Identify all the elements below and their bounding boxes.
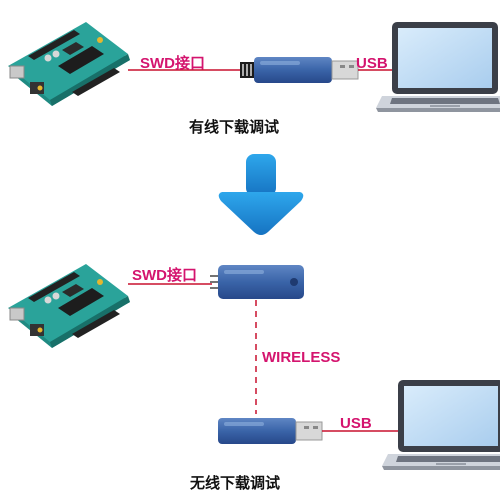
- wired-caption: 有线下载调试: [189, 118, 279, 136]
- wired-section: SWD接口 USB 有线下载调试: [7, 21, 500, 136]
- wireless-label: WIRELESS: [262, 349, 340, 366]
- mcu-board-icon: [7, 263, 131, 349]
- wireless-receiver-dongle-icon: [217, 417, 323, 445]
- mcu-board-icon: [7, 21, 131, 107]
- usb-debugger-dongle-icon: [253, 56, 359, 84]
- laptop-icon: [376, 22, 500, 112]
- swd-pin-header: [240, 62, 254, 78]
- usb-label: USB: [340, 415, 372, 432]
- usb-label: USB: [356, 55, 388, 72]
- wireless-caption: 无线下载调试: [189, 474, 280, 492]
- laptop-icon: [382, 380, 500, 470]
- wireless-transmitter-icon: [218, 265, 304, 299]
- down-arrow-icon: [218, 154, 304, 235]
- swd-interface-label: SWD接口: [140, 54, 205, 72]
- swd-interface-label: SWD接口: [132, 266, 197, 284]
- wireless-section: SWD接口 WIRELESS USB 无线下载调试: [7, 263, 500, 492]
